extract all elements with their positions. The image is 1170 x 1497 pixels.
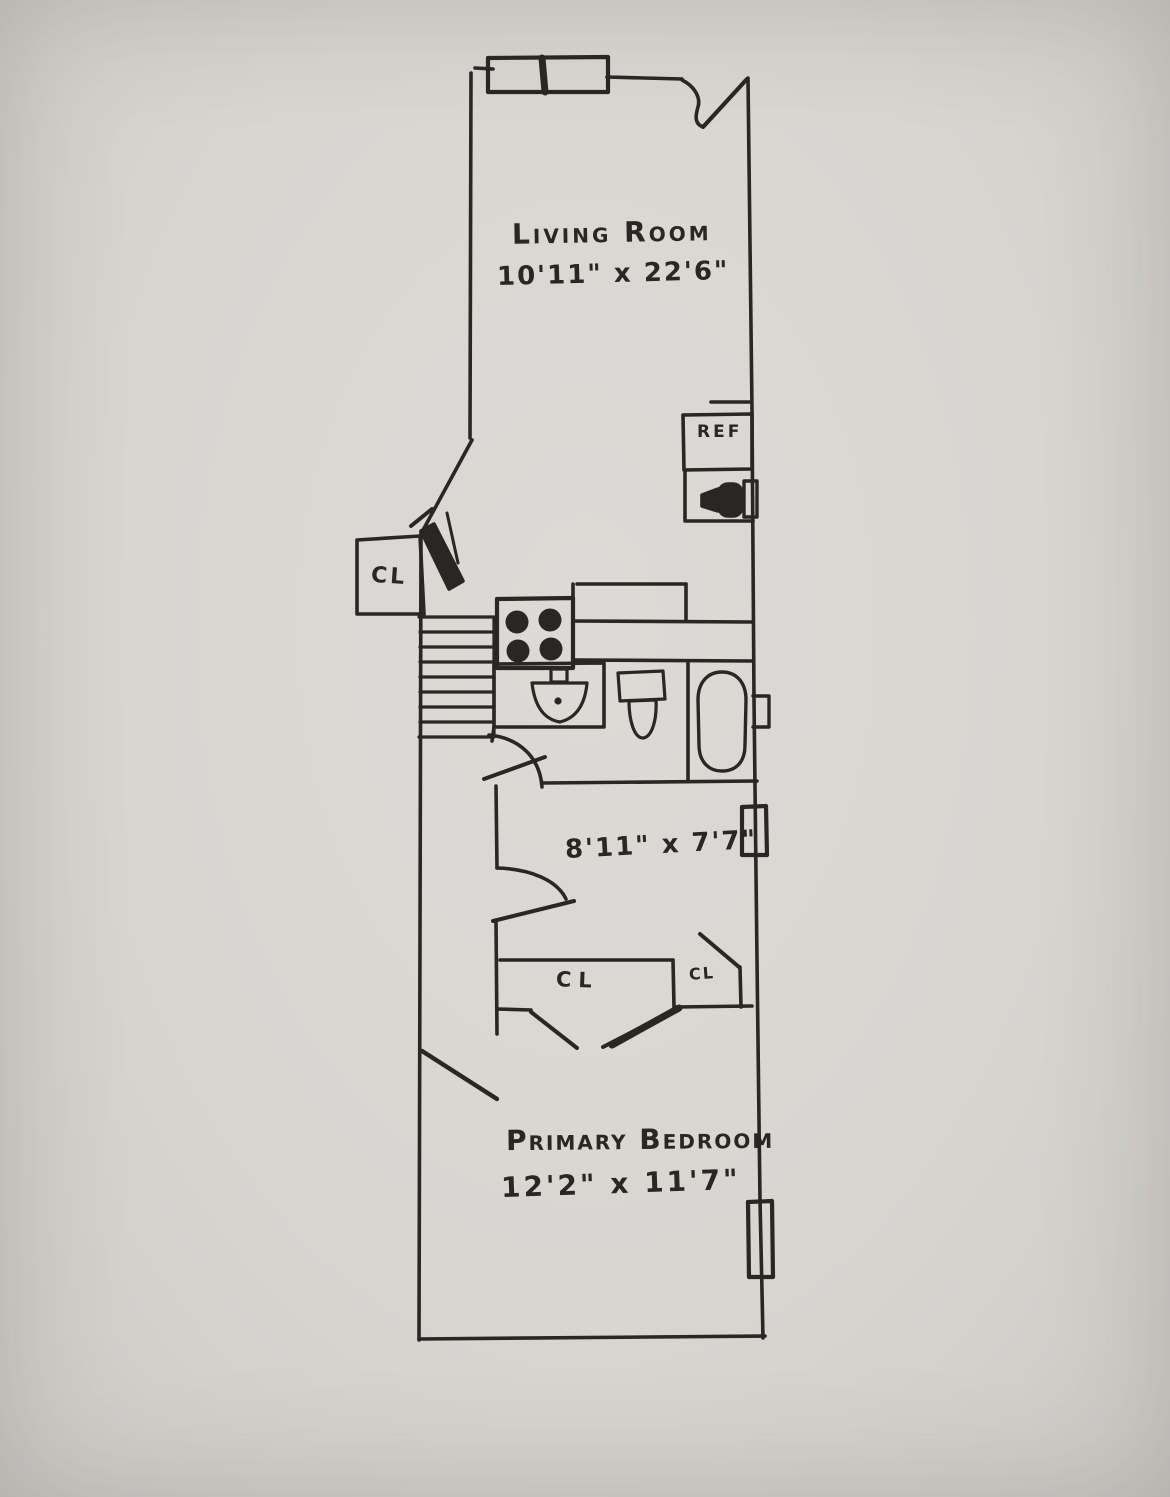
kitchen-sink-icon	[683, 468, 759, 523]
closet-hall-small-label: CL	[688, 963, 716, 984]
bathroom-vanity	[490, 661, 606, 743]
sink-icon	[530, 667, 589, 724]
living-room-name: Living Room	[511, 214, 712, 251]
kitchen-walls	[571, 582, 755, 663]
outer-walls	[417, 66, 767, 1342]
primary-bedroom-dims: 12'2" x 11'7"	[500, 1162, 742, 1205]
closet-doors-icon	[529, 932, 741, 1050]
primary-bedroom-name: Primary Bedroom	[505, 1121, 775, 1158]
hall-walls	[491, 784, 576, 1036]
refrigerator-box	[681, 400, 754, 472]
bedroom-window-icon	[745, 1198, 776, 1280]
closet-left-door-icon	[409, 507, 465, 591]
closet-hall-walls	[495, 958, 754, 1012]
middle-window-icon	[739, 803, 770, 858]
closet-left-label: CL	[370, 562, 409, 591]
entry-door-icon	[680, 76, 750, 130]
toilet-icon	[616, 669, 667, 740]
bathroom-door-icon	[482, 733, 547, 789]
bathroom-walls	[541, 659, 759, 785]
closet-left-box	[355, 534, 426, 616]
bathtub-icon	[696, 670, 748, 773]
closet-hall-large-label: CL	[555, 967, 600, 993]
living-room-dims: 10'11" x 22'6"	[496, 255, 730, 293]
window-icon	[485, 54, 611, 96]
stove-icon	[494, 595, 576, 671]
stairs-icon	[417, 615, 496, 739]
bedroom-door-icon	[419, 1048, 500, 1102]
bathroom-window-icon	[751, 694, 771, 729]
refrigerator-label: REF	[697, 422, 743, 442]
